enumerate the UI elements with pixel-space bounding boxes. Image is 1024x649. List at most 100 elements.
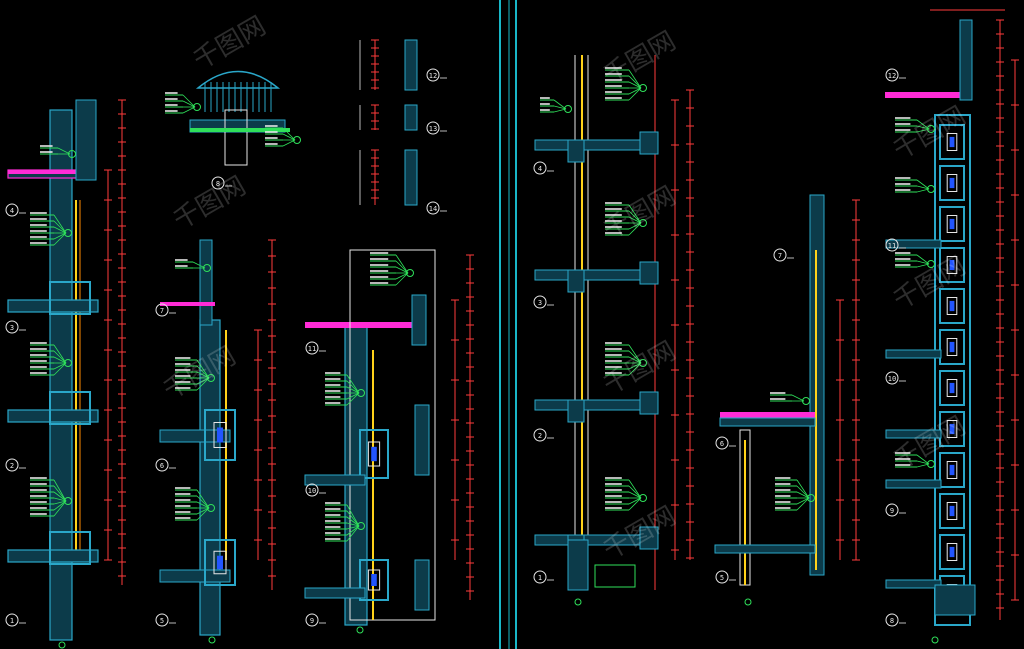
detail-callout	[426, 121, 440, 135]
detail-callout	[5, 320, 19, 334]
note-text	[605, 67, 622, 69]
window-sash	[946, 420, 958, 438]
note-text	[775, 507, 791, 509]
detail-callout	[715, 436, 729, 450]
detail-callout	[305, 341, 319, 355]
detail-callout-number: 11	[308, 345, 316, 353]
parapet	[199, 239, 213, 326]
small-detail-wall	[404, 149, 418, 206]
beam	[639, 131, 659, 155]
window-sash	[946, 297, 958, 315]
detail-callout-number: 1	[10, 617, 14, 625]
note-text	[175, 487, 191, 489]
window-glass	[949, 382, 955, 394]
note-text	[895, 129, 911, 131]
note-leader	[196, 359, 210, 379]
note-text	[605, 348, 622, 350]
note-leader	[182, 100, 196, 108]
note-leader	[628, 87, 642, 101]
parapet	[75, 99, 97, 181]
parapet	[411, 294, 427, 346]
note-text	[775, 501, 791, 503]
note-bubble	[357, 389, 365, 397]
note-leader	[916, 454, 930, 465]
detail-callout-number: 12	[429, 72, 437, 80]
floor-slab	[885, 479, 942, 489]
note-text	[325, 390, 341, 392]
note-text	[175, 375, 191, 377]
window-sash	[213, 550, 227, 575]
note-leader	[53, 344, 67, 364]
note-leader	[53, 226, 67, 234]
note-leader	[282, 139, 296, 147]
note-leader	[53, 500, 67, 511]
window-sash	[946, 338, 958, 356]
note-leader	[395, 272, 409, 280]
detail-callout-number: 10	[888, 375, 896, 383]
detail-callout	[5, 458, 19, 472]
note-leader	[628, 344, 642, 364]
note-text	[30, 483, 47, 485]
note-text	[325, 538, 341, 540]
watermark-text: 千图网	[599, 181, 682, 246]
note-text	[265, 125, 278, 127]
note-leader	[916, 254, 930, 265]
note-leader	[395, 266, 409, 274]
window-sash	[946, 461, 958, 479]
note-leader	[628, 81, 642, 89]
note-text	[895, 123, 911, 125]
detail-callout	[533, 161, 547, 175]
note-leader	[916, 119, 930, 130]
window-frame	[939, 124, 965, 160]
detail-callout-number: 8	[216, 180, 220, 188]
detail-callout-number: 5	[720, 574, 724, 582]
note-text	[605, 507, 622, 509]
note-leader	[628, 356, 642, 364]
note-text	[30, 501, 47, 503]
detail-callout-number: 8	[890, 617, 894, 625]
watermark-text: 千图网	[889, 101, 972, 166]
note-leader	[196, 507, 210, 521]
note-bubble	[927, 260, 935, 268]
detail-callout-number: 4	[10, 207, 14, 215]
note-text	[165, 92, 178, 94]
note-leader	[628, 479, 642, 499]
window-frame	[204, 539, 236, 586]
floor-slab	[534, 269, 656, 281]
note-leader	[628, 350, 642, 364]
detail-callout	[773, 248, 787, 262]
note-leader	[628, 222, 642, 236]
note-leader	[628, 75, 642, 89]
detail-callout	[426, 201, 440, 215]
detail-callout-number: 2	[10, 462, 14, 470]
note-text	[325, 514, 341, 516]
note-bubble	[639, 494, 647, 502]
note-bubble	[927, 460, 935, 468]
note-leader	[346, 516, 360, 527]
column-pier	[414, 559, 430, 611]
note-leader	[346, 510, 360, 527]
note-text	[265, 137, 278, 139]
note-leader	[553, 105, 567, 110]
detail-callout	[155, 458, 169, 472]
note-bubble	[207, 504, 215, 512]
note-text	[325, 396, 341, 398]
note-text	[30, 230, 47, 232]
note-bubble	[639, 359, 647, 367]
note-text	[30, 372, 47, 374]
note-leader	[53, 220, 67, 234]
floor-slab	[885, 429, 942, 439]
note-leader	[346, 380, 360, 394]
note-bubble	[927, 125, 935, 133]
note-leader	[346, 392, 360, 400]
floor-slab	[534, 399, 656, 411]
note-leader	[53, 362, 67, 376]
floor-slab	[159, 569, 231, 583]
beam	[639, 526, 659, 550]
detail-callout-number: 11	[888, 242, 896, 250]
note-text	[895, 264, 911, 266]
note-text	[775, 477, 791, 479]
note-leader	[346, 504, 360, 527]
note-text	[540, 97, 550, 99]
